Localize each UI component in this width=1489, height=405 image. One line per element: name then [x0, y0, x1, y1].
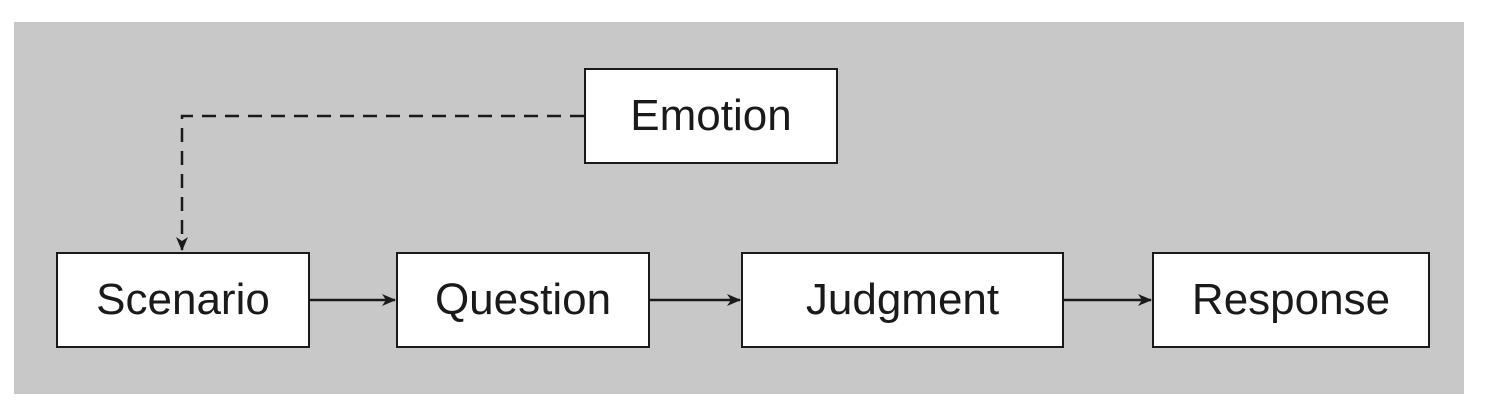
- node-response: Response: [1152, 252, 1430, 348]
- node-question: Question: [396, 252, 650, 348]
- node-judgment-label: Judgment: [805, 275, 1000, 324]
- edge-emotion-to-scenario: [176, 114, 584, 251]
- node-judgment: Judgment: [741, 252, 1064, 348]
- node-response-label: Response: [1191, 275, 1391, 324]
- node-scenario: Scenario: [56, 252, 310, 348]
- node-emotion-label: Emotion: [630, 91, 792, 140]
- node-emotion: Emotion: [584, 68, 838, 164]
- node-scenario-label: Scenario: [96, 275, 270, 324]
- node-question-label: Question: [434, 275, 612, 324]
